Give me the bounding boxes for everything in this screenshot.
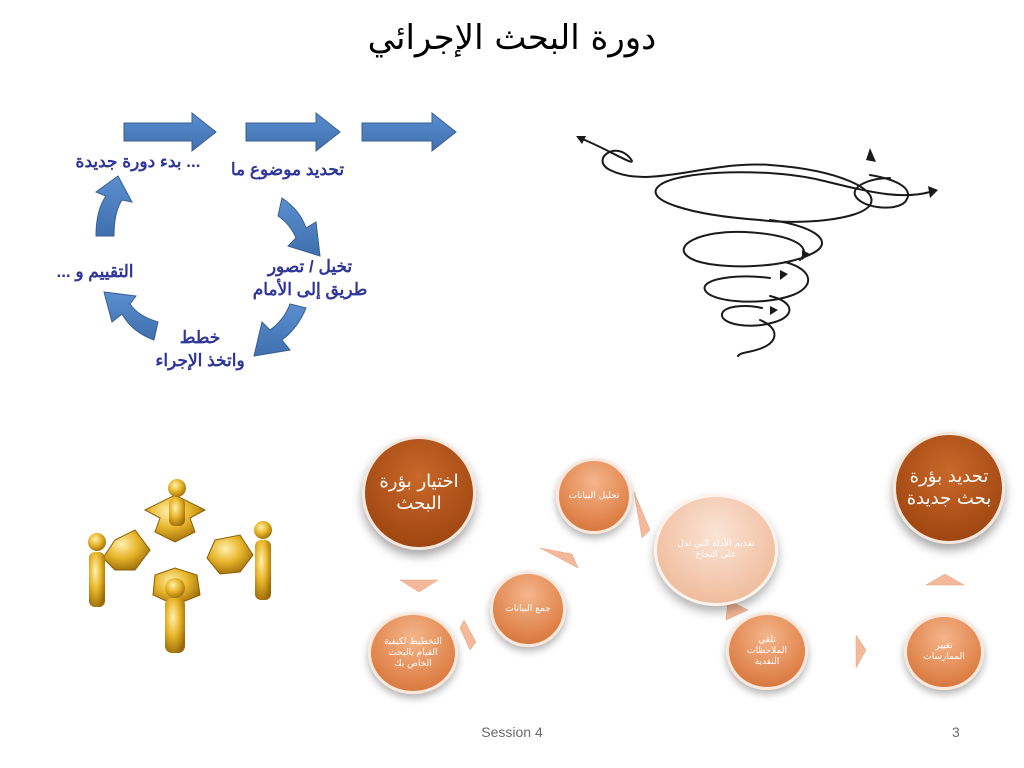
process-connectors <box>399 491 965 669</box>
node-analyze-data: تحليل البيانات <box>556 458 632 534</box>
node-new-focus: تحديد بؤرة بحث جديدة <box>893 432 1005 544</box>
spiral-illustration <box>576 136 938 357</box>
node-collect-data: جمع البيانات <box>490 571 566 647</box>
node-receive-feedback: تلقي الملاحظات النقدية <box>726 612 808 690</box>
right-arrow-3 <box>361 111 457 153</box>
cycle-step-evaluate: التقييم و ... <box>56 262 134 281</box>
cycle-step-plan: خطط واتخذ الإجراء <box>130 326 270 372</box>
slide-footer: Session 4 <box>481 724 543 740</box>
curved-arrow-down-left <box>253 303 307 357</box>
right-arrow-2 <box>245 111 341 153</box>
curved-arrow-down-right <box>277 197 321 257</box>
cycle-step-plan-line1: خطط <box>179 328 221 347</box>
cycle-step-identify: تحديد موضوع ما <box>230 160 345 179</box>
cycle-step-imagine-line1: تخيل / تصور <box>267 257 353 276</box>
cycle-step-plan-line2: واتخذ الإجراء <box>155 351 245 370</box>
slide-title: دورة البحث الإجرائي <box>367 18 657 58</box>
cycle-arrows <box>94 111 457 357</box>
cycle-step-restart: ... بدء دورة جديدة <box>75 152 201 171</box>
cycle-step-imagine: تخيل / تصور طريق إلى الأمام <box>240 255 380 301</box>
slide-page-number: 3 <box>952 724 960 740</box>
right-arrow-1 <box>123 111 217 153</box>
teamwork-figures-illustration <box>88 479 272 653</box>
node-change-practices: تغيير الممارسات <box>904 614 984 690</box>
node-plan-research: التخطيط لكيفية القيام بالبحث الخاص بك <box>368 612 458 694</box>
curved-arrow-up <box>94 175 133 237</box>
cycle-step-imagine-line2: طريق إلى الأمام <box>252 280 368 299</box>
curved-arrow-up-left <box>103 291 159 341</box>
node-present-evidence: تقديم الأدلة التي تدل على النجاح <box>654 494 778 606</box>
node-choose-focus: اختيار بؤرة البحث <box>362 436 476 550</box>
